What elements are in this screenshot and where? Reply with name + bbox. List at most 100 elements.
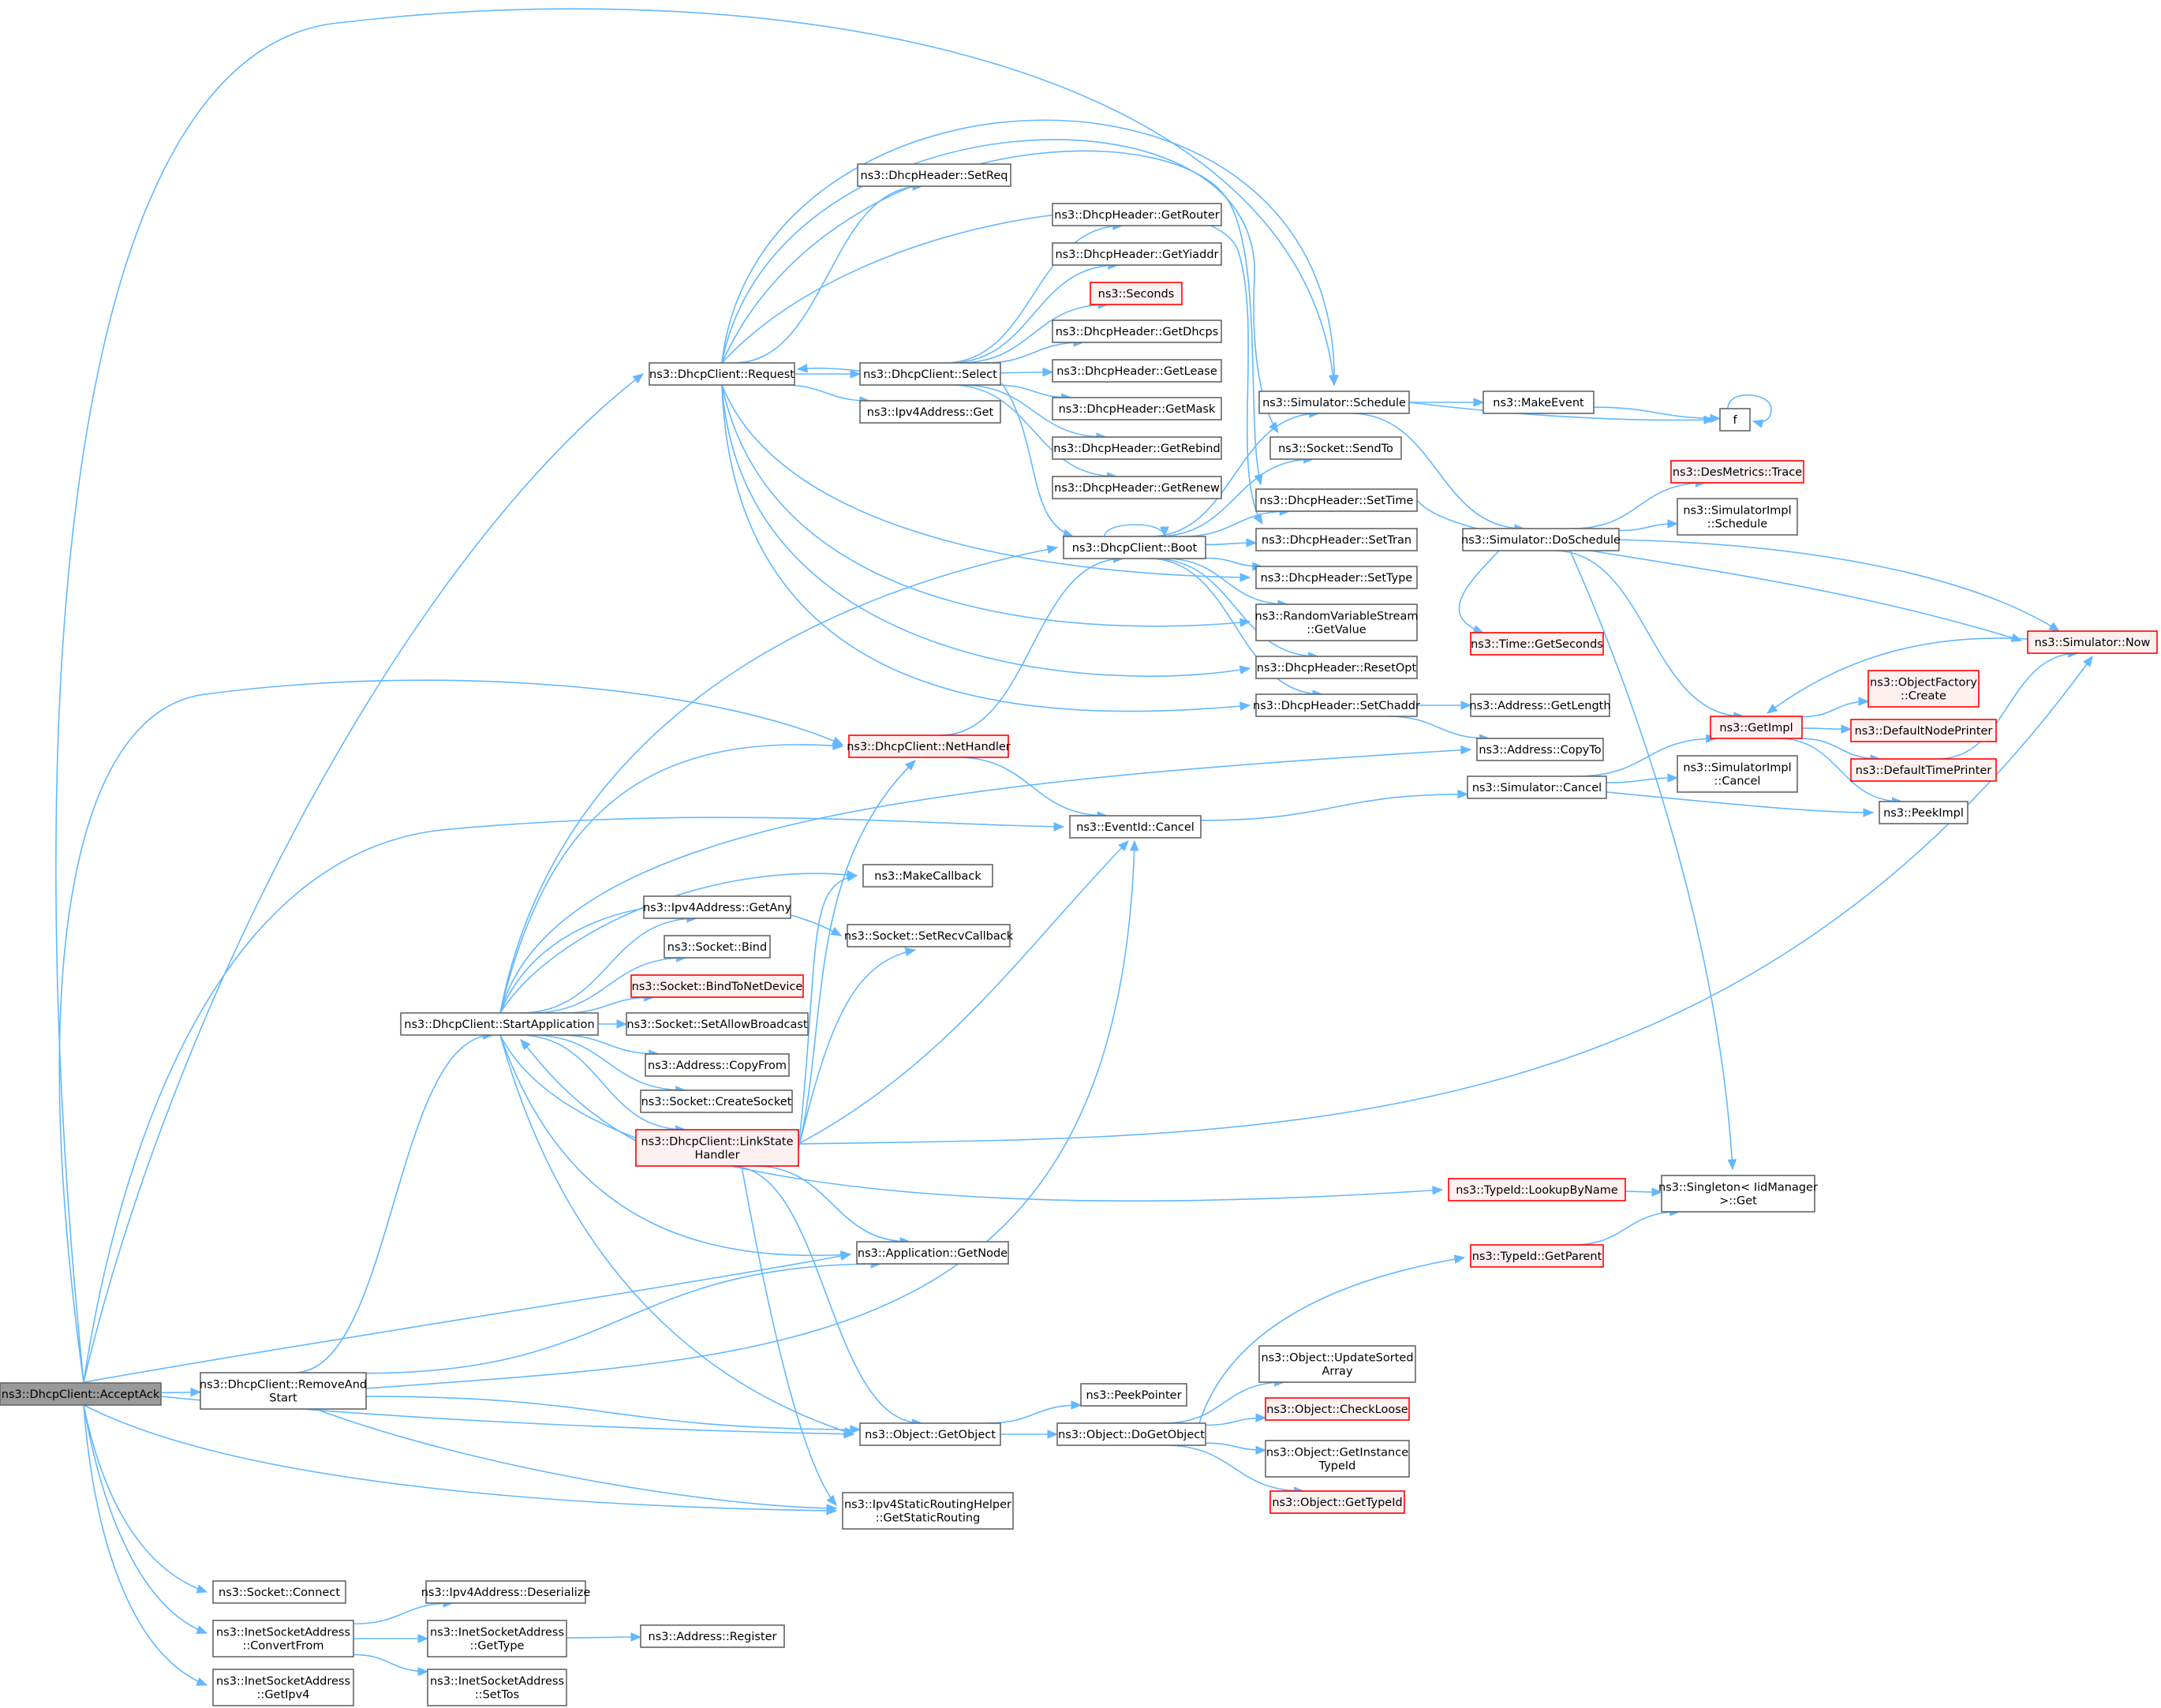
node-createsock[interactable]: ns3::Socket::CreateSocket	[640, 1089, 793, 1113]
node-getrebind[interactable]: ns3::DhcpHeader::GetRebind	[1052, 436, 1222, 460]
node-implcancel[interactable]: ns3::SimulatorImpl::Cancel	[1677, 755, 1798, 793]
node-label: ns3::DhcpHeader::GetYiaddr	[1055, 249, 1218, 261]
edge-acceptack-to-getipv4	[83, 1404, 208, 1686]
node-convertfrom[interactable]: ns3::InetSocketAddress::ConvertFrom	[212, 1620, 354, 1658]
edge-line	[733, 185, 923, 364]
node-register[interactable]: ns3::Address::Register	[640, 1624, 785, 1648]
node-getdhcps[interactable]: ns3::DhcpHeader::GetDhcps	[1052, 320, 1222, 343]
node-peekpointer[interactable]: ns3::PeekPointer	[1080, 1383, 1187, 1407]
node-singleton[interactable]: ns3::Singleton< IidManager>::Get	[1658, 1175, 1818, 1213]
node-getparent[interactable]: ns3::TypeId::GetParent	[1470, 1244, 1604, 1268]
node-inetgettype[interactable]: ns3::InetSocketAddress::GetType	[427, 1620, 567, 1658]
node-bind[interactable]: ns3::Socket::Bind	[664, 935, 771, 959]
node-dogetobject[interactable]: ns3::Object::DoGetObject	[1056, 1422, 1206, 1446]
node-makeevent[interactable]: ns3::MakeEvent	[1482, 391, 1595, 414]
node-staticrouting[interactable]: ns3::Ipv4StaticRoutingHelper::GetStaticR…	[842, 1492, 1014, 1530]
node-deserialize[interactable]: ns3::Ipv4Address::Deserialize	[421, 1580, 591, 1604]
node-getyiaddr[interactable]: ns3::DhcpHeader::GetYiaddr	[1052, 242, 1222, 266]
node-setchaddr[interactable]: ns3::DhcpHeader::SetChaddr	[1253, 693, 1420, 717]
node-objfactory[interactable]: ns3::ObjectFactory::Create	[1868, 670, 1980, 708]
node-seconds[interactable]: ns3::Seconds	[1090, 282, 1183, 305]
edge-acceptack-to-connect	[83, 1404, 208, 1594]
node-setreq[interactable]: ns3::DhcpHeader::SetReq	[857, 163, 1011, 187]
node-makecallback[interactable]: ns3::MakeCallback	[862, 864, 993, 888]
edge-line	[365, 1263, 881, 1374]
node-getrouter[interactable]: ns3::DhcpHeader::GetRouter	[1052, 203, 1222, 226]
node-label: ::GetIpv4	[257, 1689, 310, 1702]
edge-arrowhead	[1239, 573, 1251, 582]
node-peekimpl[interactable]: ns3::PeekImpl	[1879, 801, 1968, 824]
edge-line	[315, 1408, 837, 1509]
node-gettypeid[interactable]: ns3::Object::GetTypeId	[1269, 1490, 1405, 1514]
node-getany[interactable]: ns3::Ipv4Address::GetAny	[643, 895, 791, 919]
node-label: ns3::PeekImpl	[1883, 807, 1964, 820]
node-resetopt[interactable]: ns3::DhcpHeader::ResetOpt	[1255, 656, 1418, 679]
edge-arrowhead	[616, 1019, 628, 1029]
node-getobject[interactable]: ns3::Object::GetObject	[859, 1422, 1001, 1446]
edge-evcancel-to-simcancel	[1200, 789, 1469, 821]
node-schedule[interactable]: ns3::Simulator::Schedule	[1258, 391, 1410, 414]
node-checkloose[interactable]: ns3::Object::CheckLoose	[1265, 1397, 1410, 1421]
node-ipv4get[interactable]: ns3::Ipv4Address::Get	[859, 400, 1001, 424]
node-settran[interactable]: ns3::DhcpHeader::SetTran	[1255, 528, 1418, 551]
edge-arrowhead	[190, 1387, 202, 1397]
node-doschedule[interactable]: ns3::Simulator::DoSchedule	[1461, 528, 1621, 551]
edge-arrowhead	[1841, 724, 1853, 734]
node-lookup[interactable]: ns3::TypeId::LookupByName	[1448, 1178, 1626, 1202]
node-now[interactable]: ns3::Simulator::Now	[2027, 630, 2158, 654]
edge-line	[499, 547, 1058, 1014]
edge-line	[961, 384, 1106, 438]
node-getmask[interactable]: ns3::DhcpHeader::GetMask	[1052, 397, 1222, 420]
node-defnode[interactable]: ns3::DefaultNodePrinter	[1850, 719, 1997, 742]
edge-line	[721, 150, 1262, 485]
node-simcancel[interactable]: ns3::Simulator::Cancel	[1467, 776, 1607, 799]
node-trace[interactable]: ns3::DesMetrics::Trace	[1670, 460, 1804, 484]
node-settype[interactable]: ns3::DhcpHeader::SetType	[1255, 566, 1418, 589]
node-setrecv[interactable]: ns3::Socket::SetRecvCallback	[844, 924, 1014, 947]
node-box	[1470, 632, 1604, 656]
edge-line	[365, 840, 1135, 1389]
node-getipv4[interactable]: ns3::InetSocketAddress::GetIpv4	[212, 1669, 354, 1706]
node-box	[1269, 1490, 1405, 1514]
node-box	[862, 864, 993, 888]
node-settos[interactable]: ns3::InetSocketAddress::SetTos	[427, 1669, 567, 1706]
node-box	[1879, 801, 1968, 824]
node-getvalue[interactable]: ns3::RandomVariableStream::GetValue	[1255, 604, 1419, 641]
node-select[interactable]: ns3::DhcpClient::Select	[859, 362, 1001, 386]
node-box	[212, 1669, 354, 1706]
node-getseconds[interactable]: ns3::Time::GetSeconds	[1470, 632, 1604, 656]
edge-arrowhead	[1667, 519, 1679, 529]
node-getlease[interactable]: ns3::DhcpHeader::GetLease	[1052, 359, 1222, 383]
node-connect[interactable]: ns3::Socket::Connect	[212, 1580, 346, 1604]
node-box	[425, 1580, 586, 1604]
node-getnode[interactable]: ns3::Application::GetNode	[856, 1241, 1009, 1265]
edge-doschedule-to-now	[1618, 539, 2061, 632]
node-f[interactable]: f	[1719, 408, 1751, 432]
node-setallow[interactable]: ns3::Socket::SetAllowBroadcast	[626, 1012, 809, 1036]
node-getrenew[interactable]: ns3::DhcpHeader::GetRenew	[1052, 476, 1222, 499]
node-box	[1258, 391, 1410, 414]
node-sendto[interactable]: ns3::Socket::SendTo	[1269, 436, 1402, 460]
node-copyto[interactable]: ns3::Address::CopyTo	[1476, 738, 1604, 761]
node-label: ns3::SimulatorImpl	[1683, 762, 1791, 775]
edge-arrowhead	[1239, 665, 1251, 675]
node-boot[interactable]: ns3::DhcpClient::Boot	[1063, 536, 1206, 559]
node-settime[interactable]: ns3::DhcpHeader::SetTime	[1255, 488, 1418, 512]
node-getlength[interactable]: ns3::Address::GetLength	[1469, 693, 1611, 717]
node-deftime[interactable]: ns3::DefaultTimePrinter	[1850, 758, 1997, 782]
node-implschedule[interactable]: ns3::SimulatorImpl::Schedule	[1677, 498, 1798, 536]
node-box	[1482, 391, 1595, 414]
edge-now-to-getimpl	[1766, 637, 2028, 714]
node-nethandler[interactable]: ns3::DhcpClient::NetHandler	[847, 734, 1011, 758]
node-getimpl[interactable]: ns3::GetImpl	[1710, 716, 1803, 739]
node-request[interactable]: ns3::DhcpClient::Request	[649, 362, 795, 386]
node-startapp[interactable]: ns3::DhcpClient::StartApplication	[400, 1012, 599, 1036]
edge-arrowhead	[796, 363, 809, 373]
node-copyfrom[interactable]: ns3::Address::CopyFrom	[645, 1053, 790, 1077]
node-bindnet[interactable]: ns3::Socket::BindToNetDevice	[630, 974, 804, 998]
node-evcancel[interactable]: ns3::EventId::Cancel	[1069, 815, 1202, 839]
